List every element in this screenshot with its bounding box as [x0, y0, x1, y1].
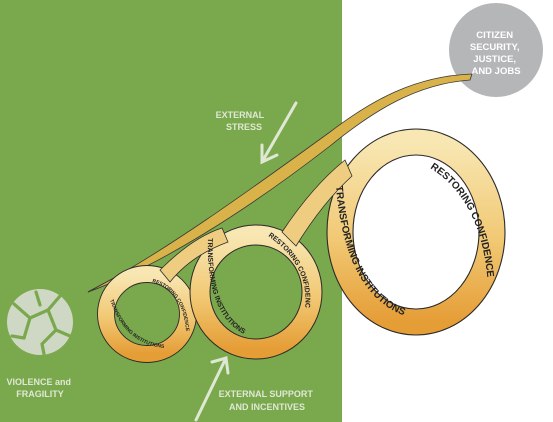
arrow-down-left-icon	[260, 101, 298, 165]
violence-line-2: FRAGILITY	[16, 389, 64, 399]
broken-globe-icon	[7, 289, 73, 356]
loop-medium-ring	[190, 225, 322, 359]
external-stress-line-1: EXTERNAL	[216, 110, 265, 120]
loop-medium-edge-inner	[209, 244, 303, 340]
citizen-line-2: SECURITY,	[470, 42, 520, 53]
violence-line-1: VIOLENCE and	[6, 377, 71, 387]
citizen-line-1: CITIZEN	[476, 30, 513, 41]
loop-large-ring	[327, 129, 505, 335]
external-support-line-1: EXTERNAL SUPPORT	[219, 389, 314, 399]
ribbon-connector-1	[159, 227, 229, 283]
loop-small-ring	[97, 265, 197, 363]
loop-large	[326, 128, 506, 336]
arrow-up-right-icon	[194, 356, 230, 422]
loop-small-edge-inner	[114, 282, 180, 346]
loop-medium	[189, 224, 323, 360]
external-stress-line-2: STRESS	[226, 122, 262, 132]
loop-large-edge-outer	[326, 128, 506, 336]
green-panel	[0, 0, 342, 422]
ribbon-connector-2	[281, 159, 353, 247]
citizen-line-4: AND JOBS	[471, 66, 520, 77]
citizen-line-3: JUSTICE,	[473, 54, 516, 65]
loop-large-edge-inner	[352, 154, 480, 310]
citizen-security-label: CITIZEN SECURITY, JUSTICE, AND JOBS	[470, 30, 522, 77]
violence-fragility-label: VIOLENCE and FRAGILITY	[6, 377, 73, 399]
spiral-back-band	[87, 73, 473, 293]
external-support-label: EXTERNAL SUPPORT AND INCENTIVES	[219, 389, 316, 412]
citizen-security-circle	[449, 3, 543, 97]
external-stress-label: EXTERNAL STRESS	[216, 110, 267, 132]
loop-medium-edge-outer	[189, 224, 323, 360]
external-support-line-2: AND INCENTIVES	[229, 402, 305, 412]
